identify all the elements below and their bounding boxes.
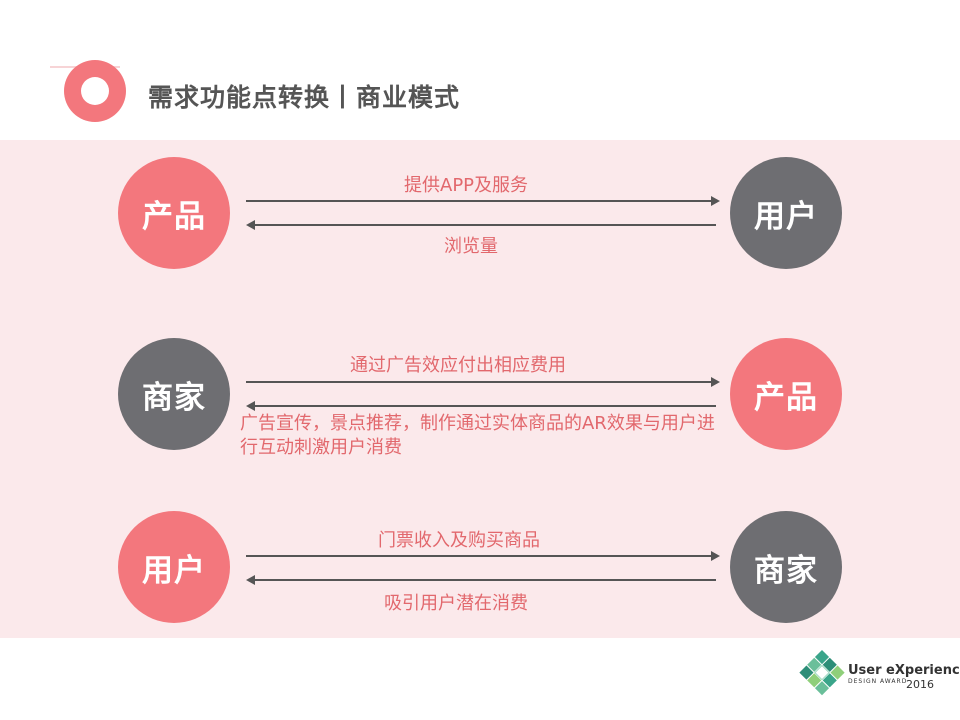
node-product: 产品 [730, 338, 842, 450]
logo-subtitle: DESIGN AWARD [848, 678, 908, 685]
logo-name: User eXperience [848, 663, 960, 678]
node-user: 用户 [118, 511, 230, 623]
page-title: 需求功能点转换丨商业模式 [148, 83, 461, 112]
arrow-right [246, 552, 720, 560]
flow-label-top: 提供APP及服务 [404, 175, 529, 196]
arrow-left [246, 221, 716, 229]
ux-award-logo-icon [799, 649, 845, 696]
arrow-left [246, 576, 716, 584]
node-merchant: 商家 [118, 338, 230, 450]
ring-icon [64, 60, 126, 122]
flow-label-bottom: 吸引用户潜在消费 [384, 593, 528, 614]
flow-label-top: 通过广告效应付出相应费用 [350, 355, 566, 376]
arrow-right [246, 197, 720, 205]
flow-label-bottom: 广告宣传，景点推荐，制作通过实体商品的AR效果与用户进行互动刺激用户消费 [240, 413, 715, 458]
logo-year: 2016 [906, 678, 934, 691]
arrow-right [246, 378, 720, 386]
arrow-left [246, 402, 716, 410]
node-merchant: 商家 [730, 511, 842, 623]
node-product: 产品 [118, 157, 230, 269]
flow-label-bottom: 浏览量 [444, 236, 498, 257]
node-user: 用户 [730, 157, 842, 269]
flow-label-top: 门票收入及购买商品 [378, 530, 540, 551]
